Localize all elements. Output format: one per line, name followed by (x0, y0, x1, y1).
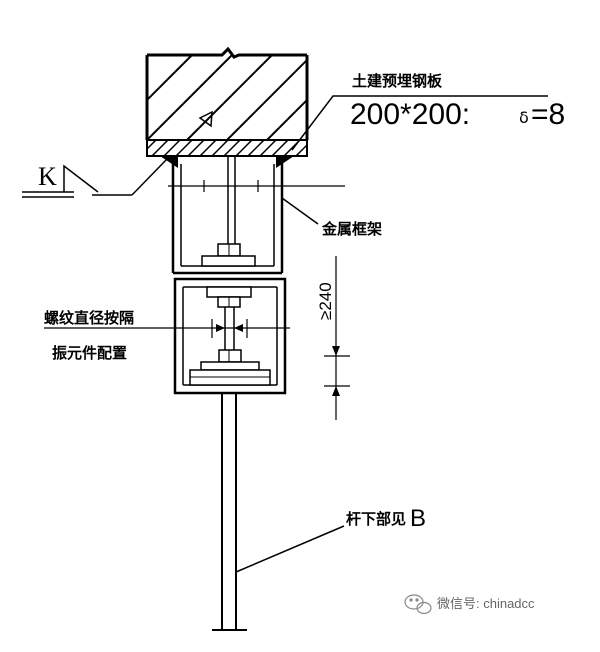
concrete-slab (145, 46, 309, 140)
metal-frame-label: 金属框架 (321, 220, 382, 238)
thread-note-line2: 振元件配置 (52, 344, 127, 362)
spacing-dimension-label: ≥240 (316, 282, 335, 320)
plate-thickness-value: =8 (531, 98, 565, 131)
plate-spec-label: 200*200: (350, 98, 470, 131)
embedded-steel-plate (146, 139, 308, 168)
thread-note-line1: 螺纹直径按隔 (44, 309, 134, 327)
lower-hanger-rod (212, 393, 247, 631)
rod-note-ref: B (410, 505, 426, 532)
rod-note-leader (235, 525, 345, 573)
rod-note-label: 杆下部见 (346, 510, 406, 528)
embedded-plate-label: 土建预埋钢板 (352, 72, 443, 90)
aggregate-mark (198, 110, 213, 128)
embedded-plate-leader (291, 95, 548, 151)
watermark-text: 微信号: chinadcc (437, 596, 535, 611)
thread-dimension (170, 319, 290, 338)
metal-frame-leader (281, 197, 319, 225)
plate-thickness-symbol: δ (519, 108, 529, 127)
wechat-icon (404, 594, 432, 615)
weld-symbol-letter: K (38, 162, 57, 191)
upper-rod-assembly (201, 156, 256, 267)
watermark: 微信号: chinadcc (404, 594, 535, 615)
spacing-dimension (324, 256, 350, 420)
weld-right (276, 156, 294, 168)
isolator-assembly (189, 286, 271, 386)
weld-left (160, 156, 178, 168)
weld-symbol: K (22, 157, 169, 198)
